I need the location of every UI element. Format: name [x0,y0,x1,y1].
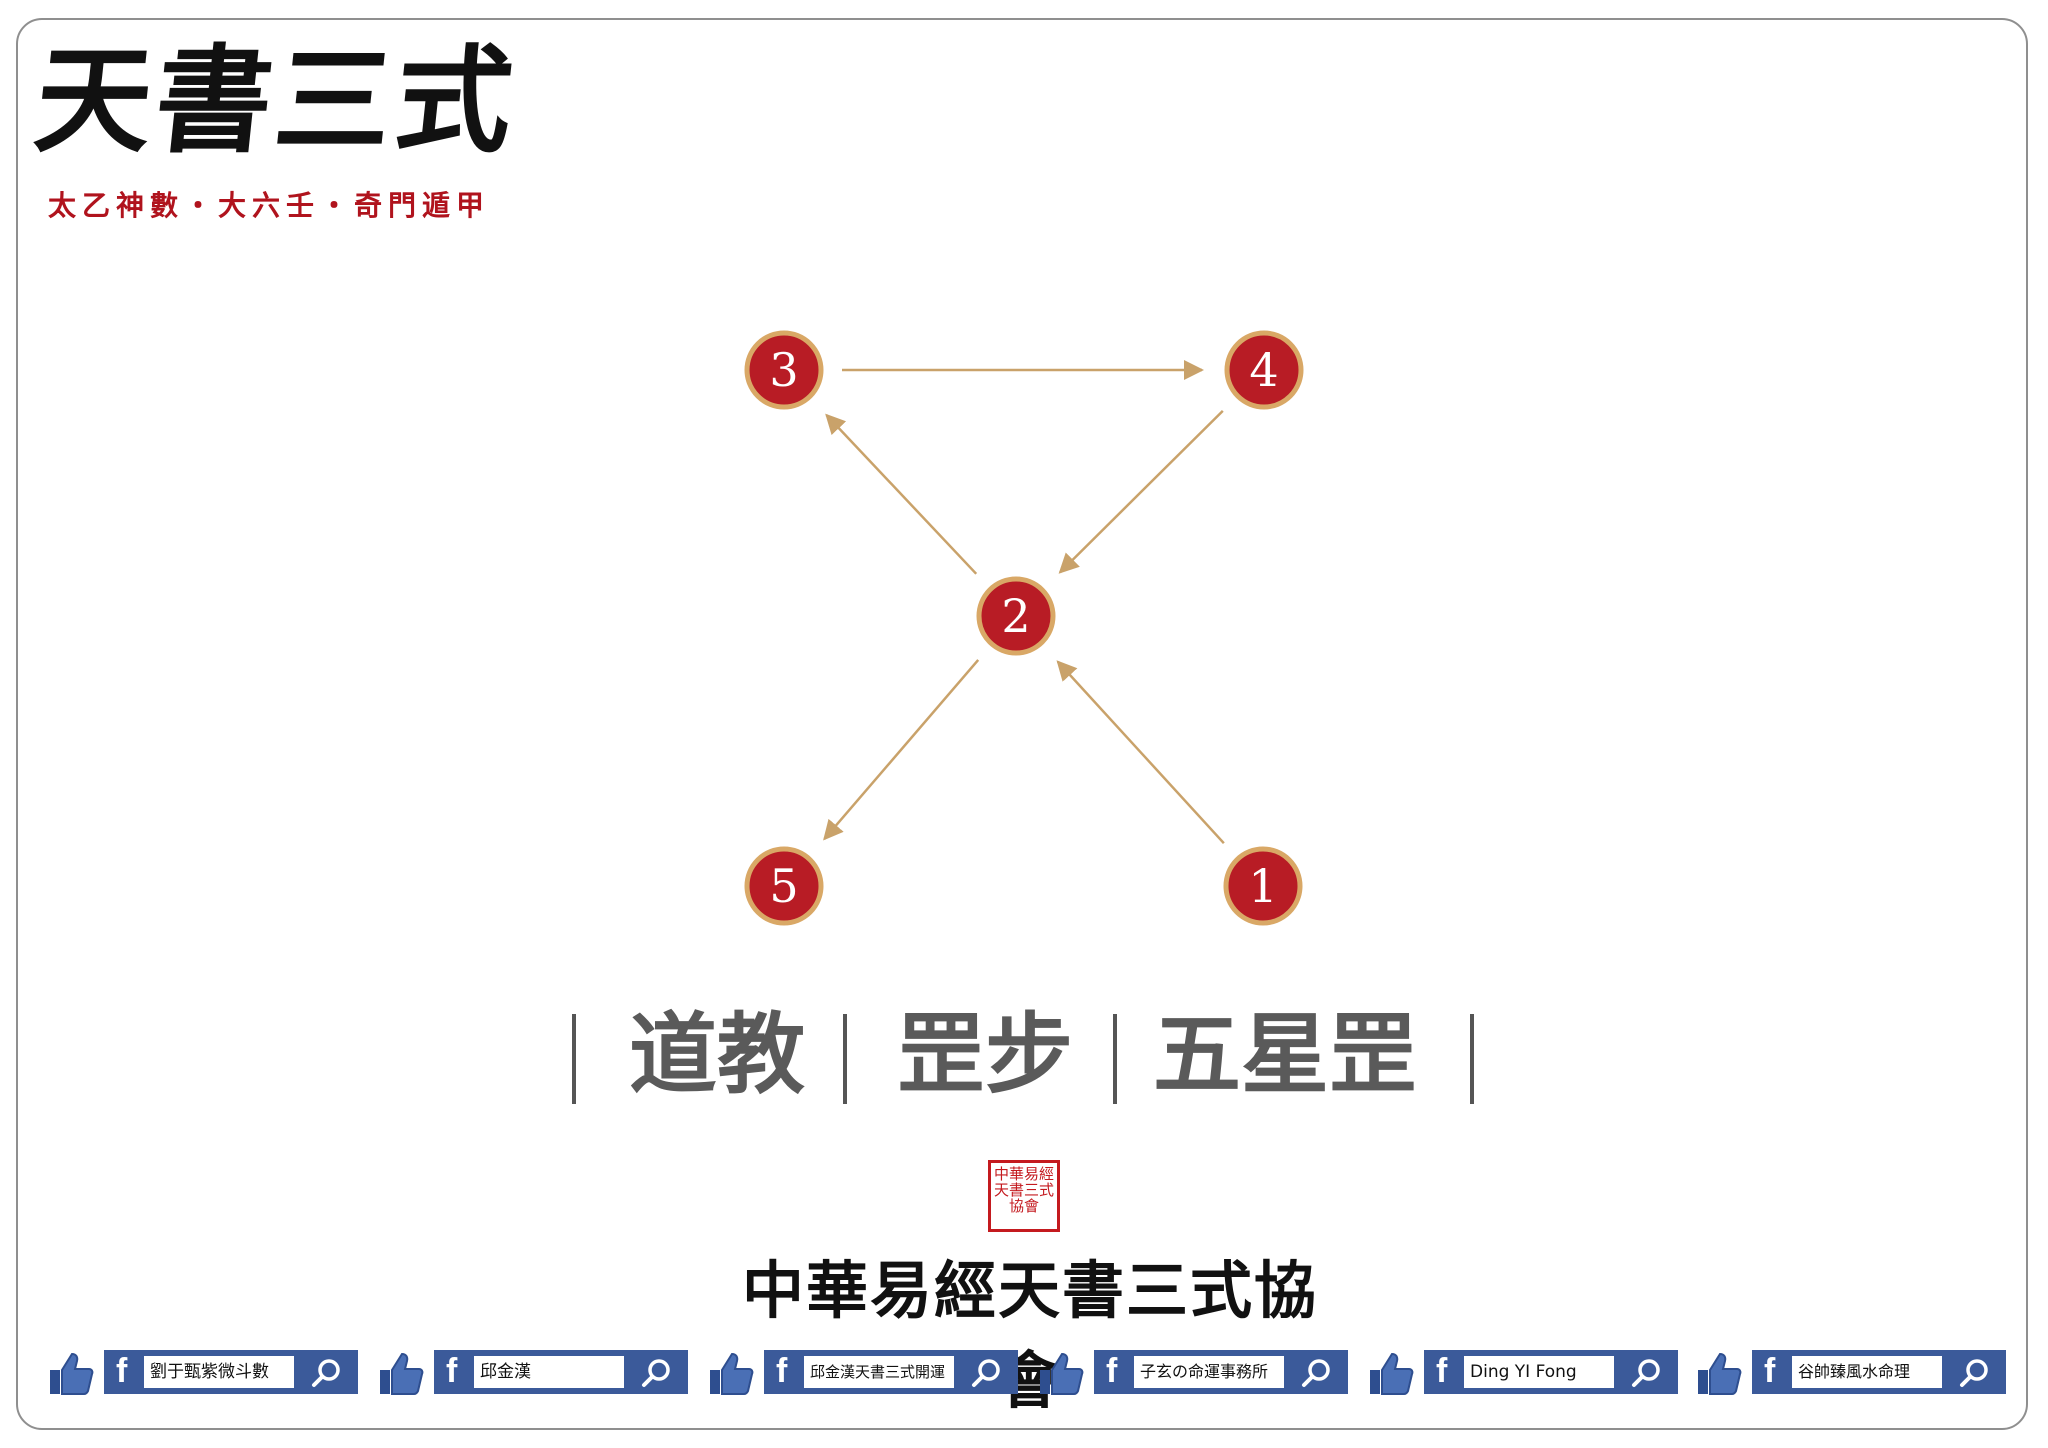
thumbs-up-icon [380,1352,424,1395]
node-circle [976,576,1056,656]
facebook-search-box[interactable]: f 谷帥臻風水命理 [1752,1350,2006,1394]
caption-word-five-star: 五星罡 [1152,1003,1417,1106]
thumbs-up-icon [1370,1352,1414,1395]
node-circle [744,846,824,926]
facebook-icon: f [1764,1352,1776,1390]
caption-divider [1470,1014,1474,1104]
node-label: 2 [1001,589,1030,643]
facebook-links-bar: f 劉于甄紫微斗數 f 邱金漢 f 邱金漢天書三式開 [46,1346,2006,1396]
caption-divider [1113,1014,1117,1104]
facebook-link-item[interactable]: f 劉于甄紫微斗數 [46,1346,358,1396]
node-2: 2 [976,576,1056,656]
caption-word-gang-step: 罡步 [896,1003,1073,1106]
edges-layer [823,360,1225,845]
facebook-icon: f [776,1352,788,1390]
facebook-search-box[interactable]: f 邱金漢 [434,1350,688,1394]
node-circle [744,330,824,410]
caption-word-daoism: 道教 [628,1003,805,1106]
search-icon[interactable] [970,1356,1004,1390]
facebook-page-name: 谷帥臻風水命理 [1792,1356,1942,1388]
nodes-layer: 1 2 3 4 5 [744,330,1304,926]
edge-2-to-5 [823,659,980,841]
node-4: 4 [1224,330,1304,410]
node-label: 4 [1249,343,1278,397]
logo-subtitle: 太乙神數・大六壬・奇門遁甲 [48,189,491,222]
node-circle [1223,846,1303,926]
caption: 道教 罡步 五星罡 [560,1000,1500,1110]
thumbs-up-icon [50,1352,94,1395]
facebook-page-name: 劉于甄紫微斗數 [144,1356,294,1388]
node-5: 5 [744,846,824,926]
node-3: 3 [744,330,824,410]
facebook-search-box[interactable]: f 子玄の命運事務所 [1094,1350,1348,1394]
facebook-search-box[interactable]: f Ding YI Fong [1424,1350,1678,1394]
association-seal: 中華易經天書三式協會 [988,1160,1060,1232]
facebook-page-name: 邱金漢天書三式開運 [804,1356,954,1388]
node-circle [1224,330,1304,410]
facebook-search-box[interactable]: f 劉于甄紫微斗數 [104,1350,358,1394]
facebook-icon: f [1106,1352,1118,1390]
facebook-link-item[interactable]: f 邱金漢 [376,1346,688,1396]
edge-2-to-3 [825,413,978,575]
node-label: 5 [769,859,798,913]
search-icon[interactable] [1300,1356,1334,1390]
page-frame [16,18,2028,1430]
search-icon[interactable] [640,1356,674,1390]
thumbs-up-icon [1040,1352,1084,1395]
search-icon[interactable] [1958,1356,1992,1390]
search-icon[interactable] [1630,1356,1664,1390]
facebook-link-item[interactable]: f 子玄の命運事務所 [1036,1346,1348,1396]
node-label: 3 [769,343,798,397]
facebook-icon: f [446,1352,458,1390]
facebook-page-name: 子玄の命運事務所 [1134,1356,1284,1388]
facebook-link-item[interactable]: f 邱金漢天書三式開運 [706,1346,1018,1396]
caption-divider [572,1014,576,1104]
node-1: 1 [1223,846,1303,926]
caption-divider [843,1014,847,1104]
edge-1-to-2 [1056,660,1225,845]
thumbs-up-icon [1698,1352,1742,1395]
facebook-page-name: 邱金漢 [474,1356,624,1388]
facebook-page-name: Ding YI Fong [1464,1356,1614,1388]
facebook-icon: f [1436,1352,1448,1390]
search-icon[interactable] [310,1356,344,1390]
facebook-search-box[interactable]: f 邱金漢天書三式開運 [764,1350,1018,1394]
edge-4-to-2 [1058,409,1224,574]
facebook-link-item[interactable]: f 谷帥臻風水命理 [1694,1346,2006,1396]
node-label: 1 [1248,859,1277,913]
thumbs-up-icon [710,1352,754,1395]
facebook-icon: f [116,1352,128,1390]
facebook-link-item[interactable]: f Ding YI Fong [1366,1346,1678,1396]
